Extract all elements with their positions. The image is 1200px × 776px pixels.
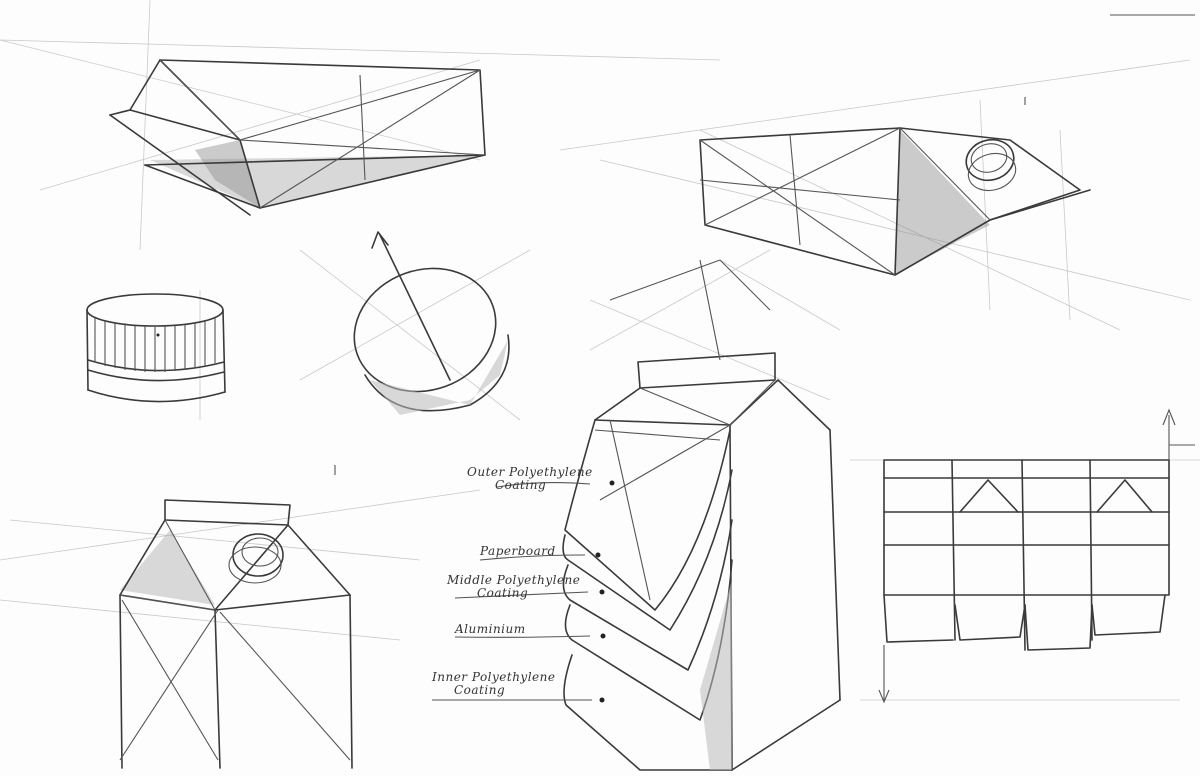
- carton-net-sketch: [878, 408, 1195, 704]
- carton-upright-sketch: [119, 465, 353, 769]
- carton-side-view-sketch: [109, 59, 486, 216]
- label-middle-polyethylene: Middle Polyethylene Coating: [447, 574, 580, 600]
- label-paperboard: Paperboard: [480, 545, 556, 558]
- cap-icon: [965, 138, 1017, 192]
- label-aluminium-line1: Aluminium: [455, 622, 526, 636]
- label-outer-line1: Outer Polyethylene: [467, 465, 593, 479]
- label-middle-line2: Coating: [477, 586, 529, 600]
- label-outer-polyethylene: Outer Polyethylene Coating: [467, 466, 593, 492]
- label-middle-line1: Middle Polyethylene: [447, 573, 581, 587]
- cap-icon: [228, 533, 284, 584]
- cap-front-sketch: [86, 293, 226, 403]
- label-inner-polyethylene: Inner Polyethylene Coating: [432, 671, 555, 697]
- label-paperboard-line1: Paperboard: [480, 544, 556, 558]
- carton-with-cap-side-sketch: [699, 97, 1091, 276]
- cap-tilted-sketch: [353, 231, 510, 415]
- label-inner-line1: Inner Polyethylene: [432, 670, 556, 684]
- label-inner-line2: Coating: [454, 683, 506, 697]
- label-aluminium: Aluminium: [455, 623, 526, 636]
- layer-markers: [595, 480, 615, 703]
- label-outer-line2: Coating: [495, 478, 547, 492]
- cap-ridges: [94, 318, 216, 372]
- carton-layers-exploded-sketch: [432, 259, 841, 771]
- label-underlines: [432, 482, 592, 701]
